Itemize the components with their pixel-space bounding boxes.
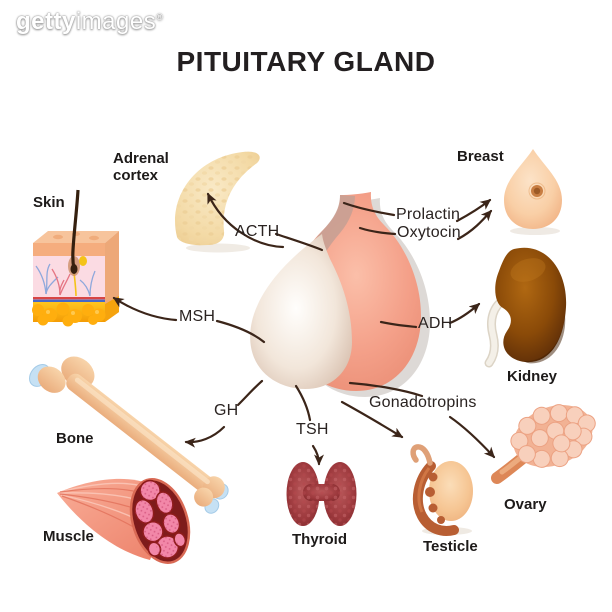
label-bone: Bone bbox=[56, 430, 94, 447]
arrow-adh-to-kidney bbox=[448, 302, 481, 325]
skin-fat-cells bbox=[32, 302, 106, 327]
leader-acth bbox=[274, 232, 324, 252]
arrow-tsh-to-thyroid bbox=[311, 444, 324, 466]
label-testicle: Testicle bbox=[423, 538, 478, 555]
ovary-follicles bbox=[510, 404, 596, 468]
label-prolactin: Prolactin bbox=[396, 206, 461, 223]
skin-veins bbox=[35, 263, 96, 297]
arrow-acth-to-adrenal-cortex bbox=[206, 192, 285, 249]
spermatic-duct bbox=[410, 444, 433, 466]
arrow-oxytocin-to-breast bbox=[456, 209, 493, 241]
kidney-illustration bbox=[484, 247, 567, 368]
skin-arteries bbox=[51, 268, 71, 296]
ureter bbox=[486, 296, 508, 366]
arrow-msh-to-skin bbox=[112, 296, 178, 322]
label-ovary: Ovary bbox=[504, 496, 547, 513]
watermark-bold: getty bbox=[16, 8, 76, 35]
registered-mark: ® bbox=[156, 12, 164, 22]
label-tsh: TSH bbox=[296, 421, 329, 438]
leader-prolactin bbox=[342, 201, 396, 217]
hormone-arrows bbox=[112, 192, 496, 466]
label-gonadotropins: Gonadotropins bbox=[369, 394, 477, 411]
testicle-illustration bbox=[410, 444, 473, 536]
breast-illustration bbox=[504, 149, 562, 235]
muscle-illustration bbox=[57, 478, 191, 564]
pituitary-gland-illustration bbox=[250, 192, 430, 397]
label-gh: GH bbox=[214, 402, 239, 419]
page-title: PITUITARY GLAND bbox=[176, 46, 436, 77]
arrow-gonadotropins-to-testicle bbox=[340, 400, 404, 439]
leader-tsh bbox=[294, 384, 312, 422]
leader-adh bbox=[379, 320, 418, 329]
label-acth: ACTH bbox=[235, 223, 280, 240]
bone-illustration bbox=[29, 356, 229, 514]
label-oxytocin: Oxytocin bbox=[397, 224, 461, 241]
label-kidney: Kidney bbox=[507, 368, 558, 385]
leader-msh bbox=[215, 319, 266, 344]
arrow-gh-to-bone bbox=[184, 425, 226, 448]
label-adh: ADH bbox=[418, 315, 453, 332]
label-adrenal-cortex: Adrenal cortex bbox=[113, 150, 169, 184]
watermark-light: images bbox=[75, 8, 157, 35]
arrow-gonadotropins-to-ovary bbox=[448, 415, 496, 459]
muscle-cross-section bbox=[129, 478, 191, 564]
leader-gonadotropins bbox=[348, 381, 424, 398]
adrenal-cortex-illustration bbox=[175, 151, 260, 253]
label-muscle: Muscle bbox=[43, 528, 94, 545]
arrow-prolactin-to-breast bbox=[455, 198, 492, 223]
getty-watermark: gettyimages® bbox=[16, 8, 163, 36]
leader-gh bbox=[236, 379, 264, 407]
label-skin: Skin bbox=[33, 194, 65, 211]
thyroid-illustration bbox=[286, 462, 357, 526]
label-thyroid: Thyroid bbox=[292, 531, 347, 548]
label-breast: Breast bbox=[457, 148, 504, 165]
leader-oxytocin bbox=[358, 226, 397, 236]
skin-fat-highlights bbox=[46, 310, 99, 315]
label-msh: MSH bbox=[179, 308, 216, 325]
skin-illustration bbox=[32, 189, 119, 327]
ovary-illustration bbox=[491, 404, 596, 484]
anterior-lobe bbox=[250, 234, 352, 390]
